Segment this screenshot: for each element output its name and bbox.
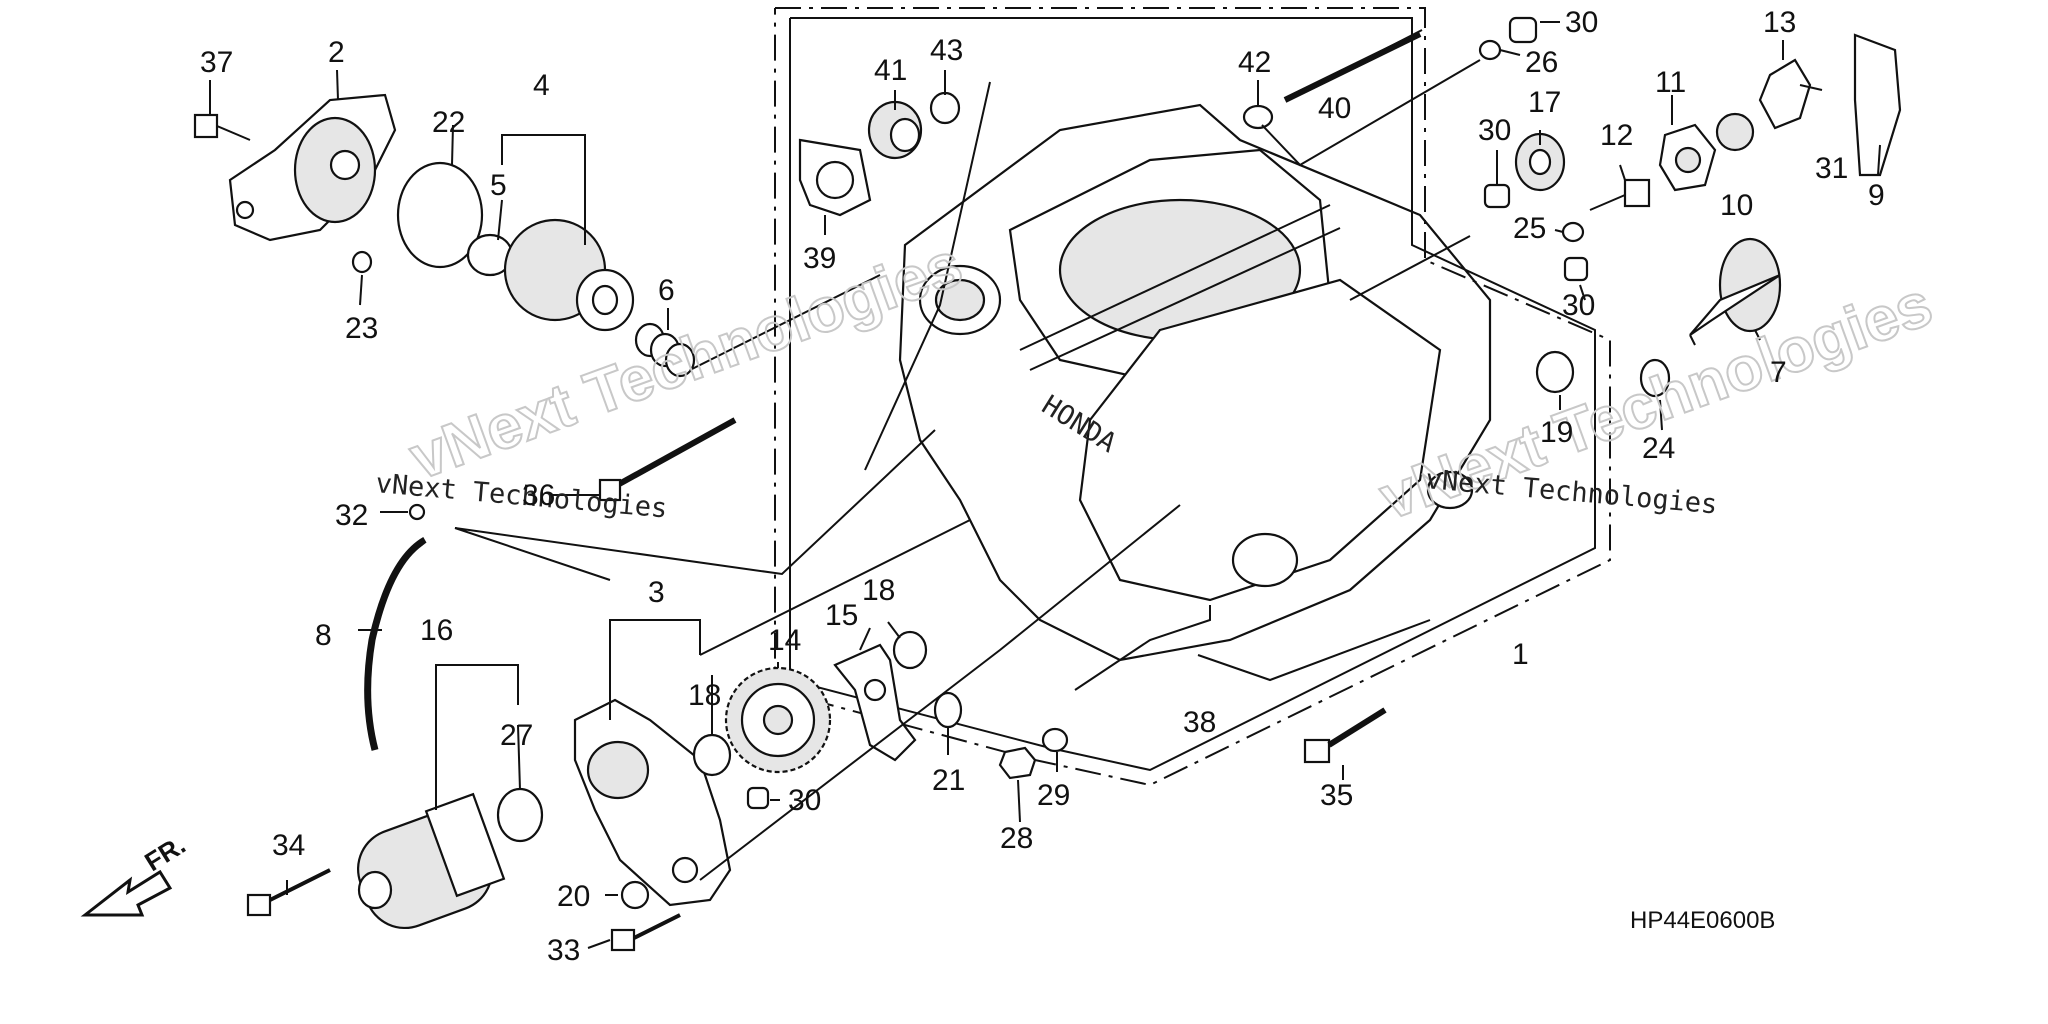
bolt-33 <box>610 913 681 952</box>
callout-29: 29 <box>1037 779 1070 812</box>
callout-32: 32 <box>335 499 368 532</box>
oil-filter-4 <box>503 218 635 332</box>
part-18b <box>892 630 928 670</box>
bolt-36 <box>598 417 737 502</box>
callout-9: 9 <box>1868 179 1885 212</box>
callout-19: 19 <box>1540 416 1573 449</box>
callout-24: 24 <box>1642 432 1675 465</box>
callout-22: 22 <box>432 106 465 139</box>
part-30-top <box>1508 16 1538 44</box>
callout-38: 38 <box>1183 706 1216 739</box>
callout-26: 26 <box>1525 46 1558 79</box>
part-13 <box>1758 58 1812 130</box>
leader-lines <box>209 21 1881 949</box>
callout-1: 1 <box>1512 638 1529 671</box>
bolt-37 <box>193 113 251 141</box>
part-39 <box>798 138 872 217</box>
part-9 <box>1853 33 1902 177</box>
callout-3: 3 <box>648 576 665 609</box>
clip-32 <box>408 503 426 521</box>
part-26 <box>1478 39 1502 61</box>
callout-15: 15 <box>825 599 858 632</box>
callout-23: 23 <box>345 312 378 345</box>
part-30-d <box>746 786 770 810</box>
svg-text:vNext Technologies: vNext Technologies <box>1424 464 1718 520</box>
nut-28 <box>998 746 1037 780</box>
callout-4: 4 <box>533 69 550 102</box>
part-21 <box>933 691 963 729</box>
bearing-17 <box>1514 132 1566 192</box>
callout-13: 13 <box>1763 6 1796 39</box>
callout-30-d: 30 <box>788 784 821 817</box>
part-30-b <box>1483 183 1511 209</box>
callout-34: 34 <box>272 829 305 862</box>
o-ring-22 <box>396 161 484 269</box>
part-43 <box>929 91 961 125</box>
callout-40: 40 <box>1318 92 1351 125</box>
cover-3 <box>573 698 732 907</box>
bolt-35 <box>1303 707 1387 764</box>
callout-37: 37 <box>200 46 233 79</box>
crankcase-cover: HONDA <box>898 103 1492 662</box>
tube-8 <box>364 536 431 751</box>
front-arrow-icon: FR. <box>80 829 191 917</box>
callout-18b: 18 <box>688 679 721 712</box>
callout-14: 14 <box>768 624 801 657</box>
part-11 <box>1658 123 1717 192</box>
callout-18a: 18 <box>862 574 895 607</box>
callout-7: 7 <box>1770 356 1787 389</box>
part-20 <box>620 880 650 910</box>
callout-25: 25 <box>1513 212 1546 245</box>
callout-42: 42 <box>1238 46 1271 79</box>
callout-39: 39 <box>803 242 836 275</box>
callout-30-top: 30 <box>1565 6 1598 39</box>
callout-21: 21 <box>932 764 965 797</box>
part-41 <box>867 100 923 160</box>
dipstick-7 <box>1689 237 1782 346</box>
callout-2: 2 <box>328 36 345 69</box>
callout-41: 41 <box>874 54 907 87</box>
callout-30-b: 30 <box>1478 114 1511 147</box>
washer-29 <box>1041 727 1069 753</box>
part-30-c <box>1563 256 1589 282</box>
callout-43: 43 <box>930 34 963 67</box>
part-42 <box>1242 104 1274 130</box>
part-18a <box>692 733 732 777</box>
bolt-34 <box>246 868 331 917</box>
callout-31: 31 <box>1815 152 1848 185</box>
gear-14 <box>724 666 832 774</box>
callout-5: 5 <box>490 169 507 202</box>
front-label: FR. <box>139 829 190 877</box>
callout-33: 33 <box>547 934 580 967</box>
callout-12: 12 <box>1600 119 1633 152</box>
callout-36: 36 <box>522 479 555 512</box>
callout-numbers: 37 2 22 4 5 6 23 41 43 39 42 40 30 26 13… <box>200 6 1885 967</box>
callout-17: 17 <box>1528 86 1561 119</box>
callout-10: 10 <box>1720 189 1753 222</box>
part-19 <box>1535 350 1575 394</box>
starter-motor-16 <box>356 792 506 930</box>
spring-10 <box>1715 112 1755 152</box>
diagram-code: HP44E0600B <box>1630 907 1775 934</box>
callout-35: 35 <box>1320 779 1353 812</box>
callout-27: 27 <box>500 719 533 752</box>
o-ring-27 <box>496 787 544 843</box>
callout-20: 20 <box>557 880 590 913</box>
spring-6 <box>634 322 696 378</box>
bolt-12 <box>1589 178 1651 211</box>
callout-16: 16 <box>420 614 453 647</box>
o-ring-23 <box>351 250 373 274</box>
washer-25 <box>1561 221 1585 243</box>
oil-filter-cover-2 <box>228 93 397 242</box>
callout-11: 11 <box>1655 66 1686 99</box>
callout-28: 28 <box>1000 822 1033 855</box>
rod-40 <box>1283 29 1423 103</box>
o-ring-24 <box>1639 358 1671 398</box>
callout-30-c: 30 <box>1562 289 1595 322</box>
callout-8: 8 <box>315 619 332 652</box>
callout-6: 6 <box>658 274 675 307</box>
